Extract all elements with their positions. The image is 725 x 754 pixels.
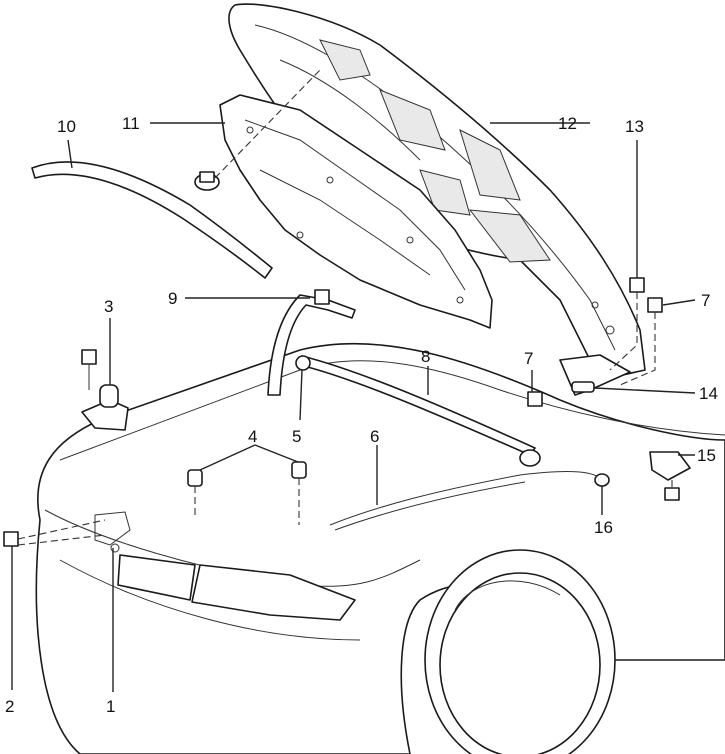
cable-end	[519, 449, 541, 467]
callout-8: 8	[421, 347, 430, 366]
callout-1: 1	[106, 697, 115, 716]
hood-latch	[81, 349, 129, 431]
hood-bumpers	[187, 461, 307, 525]
callout-numbers: 1 2 3 4 5 6 7 7 8 9 10 11 12 13 14 15 16	[5, 114, 718, 716]
hood-hinge	[559, 354, 631, 396]
bracket	[94, 511, 131, 553]
callout-11: 11	[122, 114, 140, 133]
hood-bolt	[647, 297, 663, 313]
hood-lock-lever	[649, 451, 691, 501]
callout-5: 5	[292, 427, 301, 446]
cable-clip	[594, 473, 610, 487]
callout-13: 13	[625, 117, 644, 136]
hinge-nut	[629, 277, 645, 293]
callout-3: 3	[104, 297, 113, 316]
callout-7-left: 7	[524, 349, 533, 368]
callout-16: 16	[594, 518, 613, 537]
car-body	[35, 342, 725, 754]
callout-2: 2	[5, 697, 14, 716]
hood-release-cable	[299, 355, 536, 456]
callout-12: 12	[558, 114, 577, 133]
washer-hose	[267, 289, 356, 396]
hinge-bolt	[527, 391, 543, 407]
callout-14: 14	[699, 384, 718, 403]
callout-4: 4	[248, 427, 257, 446]
front-bolt	[3, 519, 106, 547]
insulator-clip	[194, 171, 220, 191]
callout-15: 15	[697, 446, 716, 465]
callout-6: 6	[370, 427, 379, 446]
hood-lock-cable	[329, 471, 601, 531]
cable-grommet	[295, 355, 311, 371]
callout-7-right: 7	[701, 291, 710, 310]
hood-insulator	[219, 94, 493, 329]
hood	[228, 3, 646, 381]
hood-weatherstrip	[31, 161, 273, 279]
callout-10: 10	[57, 117, 76, 136]
front-wheel	[424, 549, 616, 754]
callout-9: 9	[168, 289, 177, 308]
leader-lines	[11, 122, 696, 692]
